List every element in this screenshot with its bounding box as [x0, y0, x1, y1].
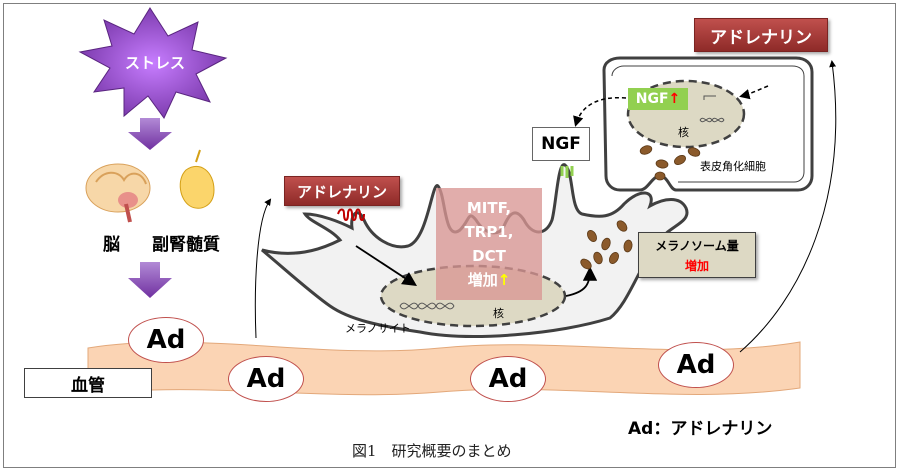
- ngf-nucleus-label: NGF: [635, 91, 669, 107]
- gene-dct: DCT: [472, 247, 506, 265]
- transferred-melanosomes: [639, 145, 701, 181]
- ngf-nucleus-badge: NGF↑: [628, 88, 688, 110]
- up-arrow-icon: ↑: [497, 271, 511, 289]
- melanosome-box: メラノソーム量 増加: [638, 232, 756, 278]
- ad-token-3: Ad: [470, 356, 546, 402]
- melanocyte-nucleus-label: 核: [493, 307, 504, 320]
- down-arrow-2: [128, 262, 172, 298]
- ad-token-4: Ad: [658, 342, 734, 388]
- legend-text: Ad：アドレナリン: [628, 419, 773, 439]
- melanosomes: [580, 220, 633, 270]
- transcription-box: [436, 188, 542, 300]
- melanosome-amount-label: メラノソーム量: [655, 239, 739, 253]
- figure-caption: 図1 研究概要のまとめ: [352, 442, 512, 460]
- up-arrow-icon-red: ↑: [668, 91, 681, 107]
- gene-mitf: MITF,: [466, 199, 512, 217]
- ad-token-1: Ad: [128, 317, 204, 363]
- transcription-text: MITF, TRP1, DCT 増加↑: [436, 196, 542, 292]
- melanosome-increase-label: 増加: [684, 259, 709, 273]
- ad-token-2: Ad: [228, 356, 304, 402]
- keratinocyte-label: 表皮角化細胞: [700, 160, 766, 173]
- brain-label: 脳: [103, 235, 120, 255]
- dna-icon-keratinocyte: [699, 95, 725, 123]
- dna-icon: [399, 302, 455, 310]
- adrenal-label: 副腎髄質: [152, 235, 220, 255]
- circulation-arrow-left: [254, 198, 272, 339]
- receptor-left: [337, 208, 365, 221]
- brain-icon: [85, 163, 151, 223]
- increase-label: 増加: [467, 271, 498, 289]
- adrenaline-box-right: アドレナリン: [694, 18, 828, 52]
- blood-vessel-label: 血管: [24, 368, 152, 398]
- adrenal-gland-icon: [179, 149, 215, 209]
- gene-trp1: TRP1,: [464, 223, 514, 241]
- ngf-receptor: [560, 166, 574, 178]
- arrow-nucleus-to-melanosome: [565, 266, 598, 297]
- adrenaline-box-left: アドレナリン: [284, 176, 400, 206]
- figure-frame: [3, 3, 896, 468]
- stress-star: [78, 7, 228, 119]
- down-arrow-1: [128, 118, 172, 150]
- ngf-box: NGF: [532, 127, 590, 161]
- keratinocyte-nucleus-label: 核: [678, 126, 689, 139]
- melanocyte-label: メラノサイト: [345, 322, 411, 335]
- circulation-arrow-right: [739, 60, 837, 353]
- arrow-receptor-to-nucleus: [355, 245, 418, 286]
- keratinocyte-signal-arrow: [739, 85, 769, 100]
- stress-label: ストレス: [125, 54, 186, 72]
